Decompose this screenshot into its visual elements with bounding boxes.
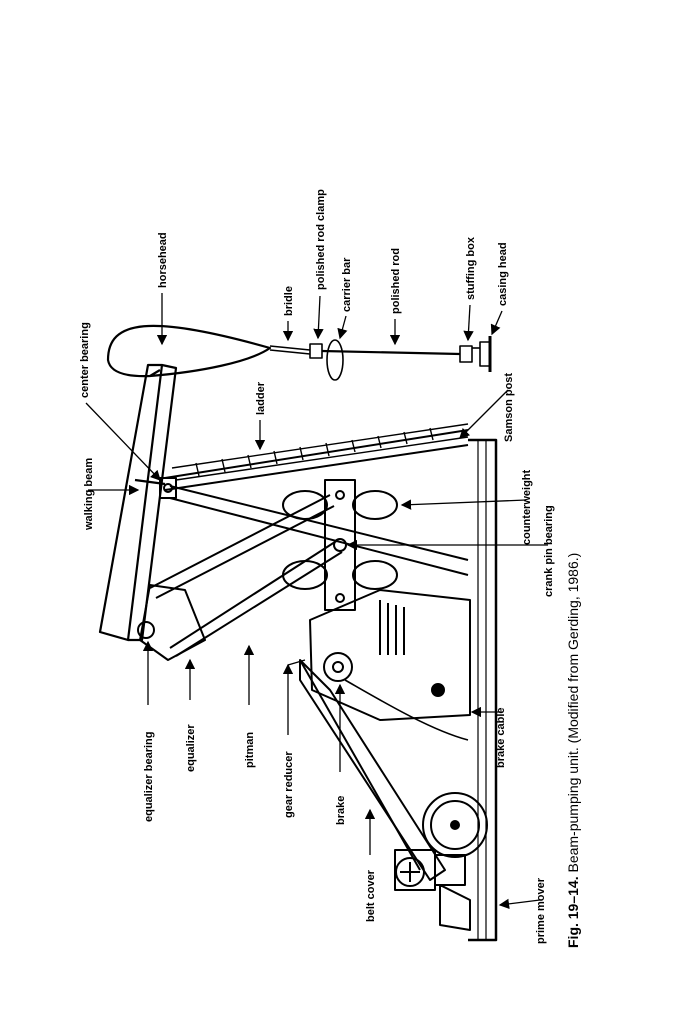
label-stuffing-box: stuffing box [465, 236, 477, 300]
brake-cable [344, 679, 469, 741]
label-pitman: pitman [244, 732, 256, 768]
belt-guard [299, 659, 446, 881]
label-casing-head: casing head [497, 242, 509, 306]
label-gear-reducer: gear reducer [283, 751, 295, 818]
gear-reducer [309, 589, 471, 721]
label-bridle: bridle [283, 286, 295, 316]
prime-mover [394, 849, 471, 931]
figure-caption: Fig. 19–14. Beam-pumping unit. (Modified… [565, 553, 581, 948]
caption-text: Beam-pumping unit. (Modified from Gerdin… [565, 553, 581, 877]
pitman [149, 494, 343, 657]
crank-assembly [282, 479, 398, 611]
wellhead-assembly [269, 336, 492, 381]
ladder [171, 423, 469, 481]
samson-post [164, 429, 469, 576]
pumping-unit-drawing [98, 324, 498, 942]
equalizer [137, 584, 206, 661]
label-polished-rod: polished rod [390, 248, 402, 314]
label-polished-rod-clamp: polished rod clamp [315, 189, 327, 290]
center-bearing [159, 477, 177, 499]
label-brake: brake [335, 796, 347, 825]
label-walking-beam: walking beam [83, 458, 95, 531]
label-samson-post: Samson post [503, 373, 515, 442]
label-prime-mover: prime mover [535, 877, 547, 944]
label-equalizer-bearing: equalizer bearing [143, 732, 155, 822]
walking-beam [98, 363, 178, 642]
label-equalizer: equalizer [185, 724, 197, 772]
label-center-bearing: center bearing [79, 322, 91, 398]
horsehead [106, 324, 272, 378]
label-counterweight: counterweight [521, 469, 533, 545]
sheave [422, 792, 488, 858]
label-brake-cable: brake cable [495, 707, 507, 768]
label-ladder: ladder [255, 381, 267, 415]
label-crank-pin-bearing: crank pin bearing [543, 505, 555, 597]
label-carrier-bar: carrier bar [341, 257, 353, 312]
svg-text:Fig. 19–14. Beam-pumping unit.: Fig. 19–14. Beam-pumping unit. (Modified… [565, 553, 581, 948]
labels: horsehead bridle polished rod clamp carr… [79, 189, 555, 944]
leader-arrows [85, 293, 548, 910]
caption-label: Fig. 19–14. [565, 876, 581, 948]
base-skid [468, 438, 498, 942]
label-horsehead: horsehead [157, 232, 169, 288]
label-belt-cover: belt cover [365, 869, 377, 922]
